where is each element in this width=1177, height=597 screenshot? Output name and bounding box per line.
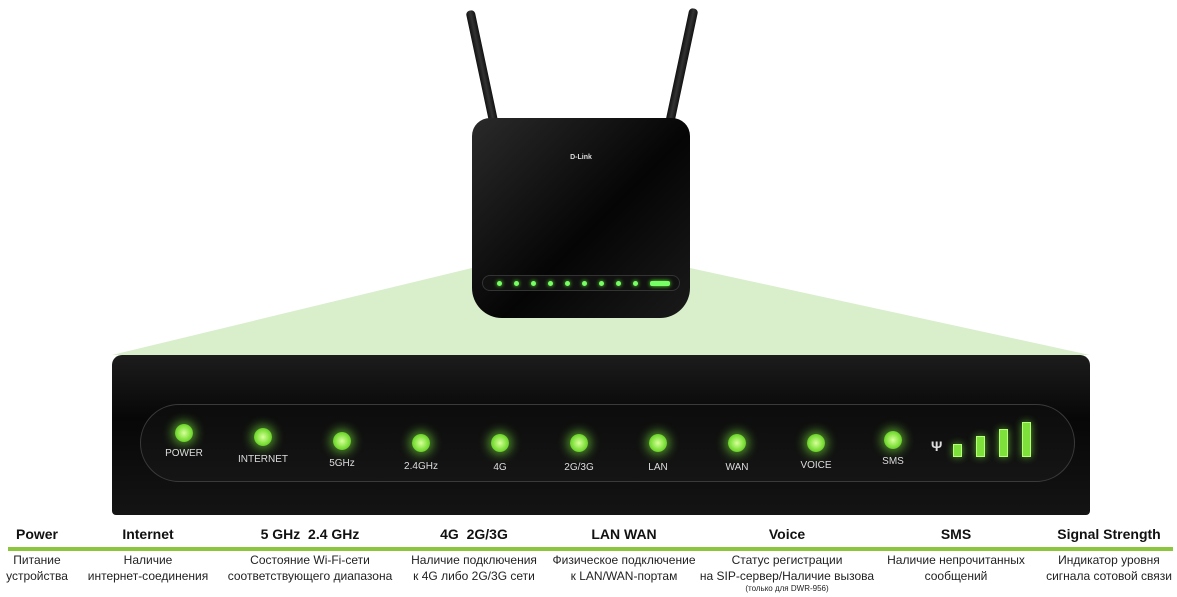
desc-line: соответствующего диапазона <box>227 569 393 583</box>
mini-signal <box>650 281 670 286</box>
mini-led <box>565 281 570 286</box>
led-strip <box>140 404 1075 482</box>
legend-title: Internet <box>122 526 174 542</box>
desc-line: устройства <box>6 569 68 583</box>
legend-desc: Наличие подключения к 4G либо 2G/3G сети <box>411 552 537 584</box>
mini-led <box>582 281 587 286</box>
brand-logo: D-Link <box>570 154 592 161</box>
desc-note: (только для DWR-956) <box>745 584 829 593</box>
led-internet <box>254 428 272 446</box>
desc-line: сигнала сотовой связи <box>1046 569 1172 583</box>
desc-line: Питание <box>13 553 61 567</box>
desc-line: Статус регистрации <box>731 553 843 567</box>
legend-desc: Наличие интернет-соединения <box>88 552 209 584</box>
legend-desc: Наличие непрочитанных сообщений <box>887 552 1025 584</box>
antenna-icon: Ψ <box>931 438 943 454</box>
mini-led <box>548 281 553 286</box>
led-5ghz <box>333 432 351 450</box>
mini-led <box>531 281 536 286</box>
led-2-4ghz <box>412 434 430 452</box>
desc-line: сообщений <box>924 569 988 583</box>
signal-bar <box>953 444 962 457</box>
signal-bar <box>1022 422 1031 457</box>
signal-bar <box>999 429 1008 457</box>
led-label: SMS <box>882 456 904 467</box>
led-power <box>175 424 193 442</box>
desc-line: Состояние Wi-Fi-сети <box>250 553 370 567</box>
mini-led <box>497 281 502 286</box>
led-label: LAN <box>648 462 668 473</box>
router-device: D-Link <box>472 118 690 318</box>
led-label: VOICE <box>800 460 832 471</box>
router-led-strip <box>482 275 680 291</box>
desc-line: на SIP-сервер/Наличие вызова <box>699 569 875 583</box>
legend-title: Signal Strength <box>1057 526 1161 542</box>
legend-desc: Питание устройства <box>6 552 68 584</box>
legend-title: 5 GHz 2.4 GHz <box>260 526 360 542</box>
desc-line: интернет-соединения <box>87 569 209 583</box>
legend-title: Voice <box>768 526 806 542</box>
desc-line: Наличие <box>123 553 173 567</box>
legend-title: LAN WAN <box>591 526 657 542</box>
mini-led <box>633 281 638 286</box>
led-label: POWER <box>165 448 203 459</box>
led-4g <box>491 434 509 452</box>
led-lan <box>649 434 667 452</box>
led-voice <box>807 434 825 452</box>
mini-led <box>514 281 519 286</box>
legend-desc: Индикатор уровня сигнала сотовой связи <box>1046 552 1172 584</box>
desc-line: Физическое подключение <box>552 553 696 567</box>
legend-desc: Физическое подключение к LAN/WAN-портам <box>553 552 696 584</box>
mini-led <box>616 281 621 286</box>
led-label: 2.4GHz <box>404 461 438 472</box>
led-label: 5GHz <box>329 458 355 469</box>
desc-line: к LAN/WAN-портам <box>570 569 678 583</box>
led-2g3g <box>570 434 588 452</box>
led-label: 4G <box>493 462 507 473</box>
led-label: 2G/3G <box>564 462 594 473</box>
green-divider <box>8 547 1173 551</box>
signal-bar <box>976 436 985 457</box>
legend-desc: Состояние Wi-Fi-сети соответствующего диа… <box>228 552 393 584</box>
led-label: INTERNET <box>238 454 288 465</box>
desc-line: к 4G либо 2G/3G сети <box>413 569 535 583</box>
led-label: WAN <box>725 462 749 473</box>
led-sms <box>884 431 902 449</box>
desc-line: Индикатор уровня <box>1058 553 1160 567</box>
mini-led <box>599 281 604 286</box>
desc-line: Наличие непрочитанных <box>887 553 1025 567</box>
legend-desc: Статус регистрации на SIP-сервер/Наличие … <box>700 552 874 594</box>
legend-title: Power <box>15 526 59 542</box>
desc-line: Наличие подключения <box>411 553 537 567</box>
led-wan <box>728 434 746 452</box>
legend-title: 4G 2G/3G <box>440 526 508 542</box>
legend-title: SMS <box>940 526 972 542</box>
